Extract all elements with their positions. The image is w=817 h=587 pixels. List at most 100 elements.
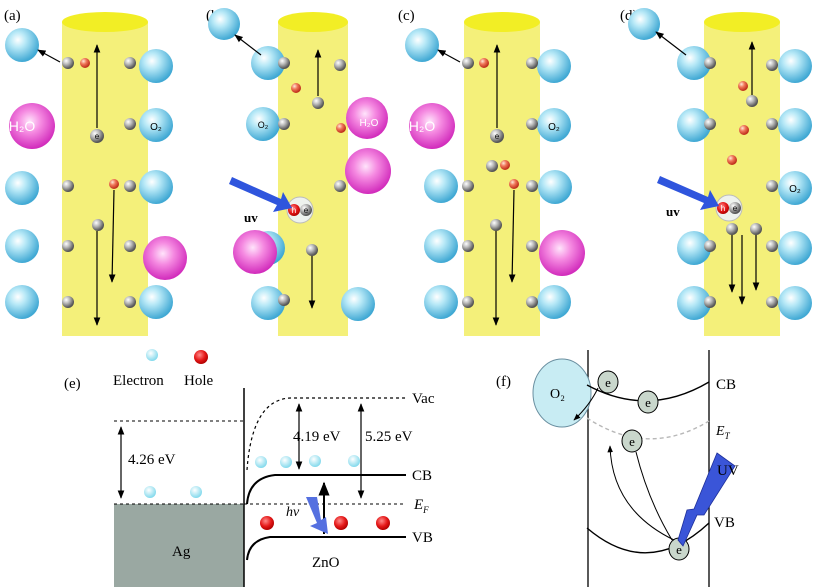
- oxygen-label: O₂: [150, 122, 162, 133]
- electron-transfer-arrow: [655, 31, 687, 56]
- hole-dot: [80, 58, 90, 68]
- oxygen-atoms: [405, 28, 572, 319]
- valence-band: [246, 536, 406, 561]
- hole-dot: [738, 81, 748, 91]
- uv-label: UV: [717, 463, 739, 479]
- vac-label: Vac: [412, 391, 435, 407]
- electron-dot: [309, 455, 321, 467]
- zno-work-function-label: 5.25 eV: [365, 429, 413, 445]
- hole-dot: [500, 160, 510, 170]
- electron-dot: [348, 455, 360, 467]
- vb-label: VB: [714, 515, 735, 531]
- nanowire: [278, 22, 348, 336]
- trap-capture-arrow: [607, 445, 675, 541]
- electron-label: e: [304, 206, 309, 215]
- water-label: H₂O: [360, 118, 379, 129]
- oxygen-atoms: [628, 8, 812, 320]
- nanowire: [62, 22, 148, 336]
- ag-metal-block: [114, 504, 244, 587]
- electron-label: e: [605, 375, 611, 390]
- uv-label: uv: [666, 204, 680, 219]
- uv-arrow: [677, 452, 736, 547]
- zinc-atoms: [462, 57, 538, 308]
- panel-a-label: (a): [4, 8, 21, 24]
- water-label: H₂O: [409, 118, 436, 134]
- hole-dot: [509, 179, 519, 189]
- water-molecule: [345, 148, 391, 194]
- water-molecule: [409, 103, 455, 149]
- water-molecule: [9, 103, 55, 149]
- hole-label: h: [721, 204, 725, 213]
- electron-transfer-arrow: [234, 34, 262, 56]
- hole-legend-label: Hole: [184, 373, 214, 389]
- panel-c-label: (c): [398, 8, 415, 24]
- panel-f: (f) O₂ CB ET VB e e e e UV: [496, 350, 739, 587]
- ag-work-function-label: 4.26 eV: [128, 452, 176, 468]
- electron-ball: [300, 204, 312, 216]
- oxygen-label: O₂: [258, 120, 269, 130]
- water-molecule: [346, 97, 388, 139]
- electron-ball: [621, 429, 643, 453]
- hole-dot: [336, 123, 346, 133]
- uv-arrow: [657, 176, 719, 210]
- photon-arrow: [306, 497, 328, 534]
- trap-label: ET: [715, 424, 731, 441]
- cb-label: CB: [716, 377, 736, 393]
- affinity-label: 4.19 eV: [293, 429, 341, 445]
- electron-to-oxygen-arrow: [573, 387, 599, 421]
- electron-dot: [144, 486, 156, 498]
- water-label: H₂O: [9, 118, 36, 134]
- electron-label: e: [95, 132, 100, 141]
- electron-label: e: [676, 542, 682, 557]
- conduction-band: [246, 474, 406, 505]
- electron-transfer-arrow: [437, 49, 461, 63]
- zinc-atoms: [278, 57, 346, 306]
- electron-transfer-arrow: [37, 49, 61, 63]
- nanowire-top: [62, 12, 148, 32]
- hole-dot: [291, 83, 301, 93]
- hole-arrow: [108, 189, 116, 283]
- hole-dot: [334, 516, 348, 530]
- hole-dot: [739, 125, 749, 135]
- oxygen-label: O₂: [550, 387, 565, 402]
- photon-label: hν: [286, 505, 300, 520]
- oxygen-label: O₂: [789, 184, 801, 195]
- hole-ball: [717, 202, 729, 214]
- vb-label: VB: [412, 530, 433, 546]
- trap-level: [586, 417, 710, 440]
- electron-label: e: [645, 395, 651, 410]
- panel-b: (b) O₂ H₂O h e: [206, 8, 391, 336]
- hole-arrow: [508, 189, 516, 283]
- zinc-atoms: [62, 57, 136, 308]
- panel-c: (c): [398, 8, 585, 336]
- electron-label: e: [629, 434, 635, 449]
- panel-e: (e) Electron Hole Ag 4.26 eV Vac CB EF V…: [64, 349, 435, 587]
- panel-a: (a): [4, 8, 187, 336]
- hole-dot: [479, 58, 489, 68]
- zinc-atoms: [704, 57, 778, 308]
- oxygen-molecule: [532, 358, 592, 428]
- nanowire-top: [704, 12, 780, 32]
- oxygen-atoms: [5, 28, 173, 319]
- uv-arrow: [229, 177, 292, 212]
- electron-ball: [490, 129, 504, 143]
- electron-ball: [729, 202, 741, 214]
- electron-dot: [190, 486, 202, 498]
- electron-legend-label: Electron: [113, 373, 164, 389]
- electron-dot: [280, 456, 292, 468]
- electron-legend-dot: [146, 349, 158, 361]
- hole-dot: [109, 179, 119, 189]
- ag-label: Ag: [172, 544, 191, 560]
- electron-ball: [637, 390, 659, 414]
- water-molecule: [539, 230, 585, 276]
- electron-ball: [90, 129, 104, 143]
- hole-dot: [727, 155, 737, 165]
- electron-ball: [597, 370, 619, 394]
- electron-label: e: [733, 204, 738, 213]
- nanowire-top: [464, 12, 540, 32]
- water-molecule: [233, 230, 277, 274]
- oxygen-label: O₂: [548, 122, 560, 133]
- cb-label: CB: [412, 468, 432, 484]
- hole-dot: [260, 516, 274, 530]
- fermi-label: EF: [413, 497, 429, 515]
